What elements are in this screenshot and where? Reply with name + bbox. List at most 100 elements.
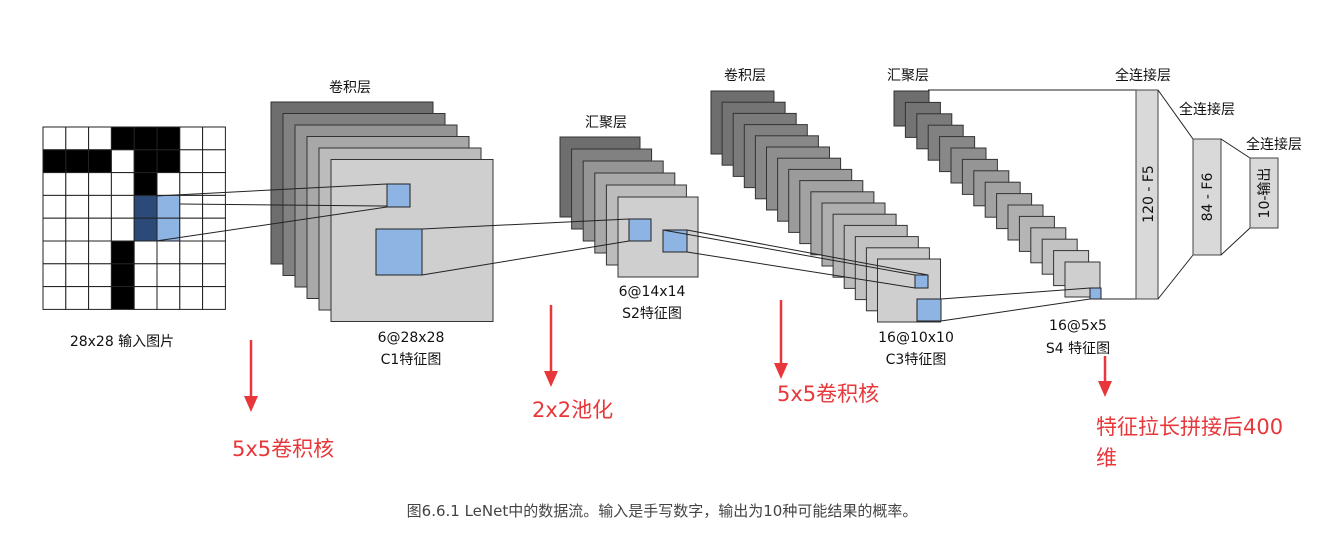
f5-label: 120 - F5 — [1141, 165, 1157, 223]
c3-feature-map-stack — [710, 90, 941, 323]
input-pixel-cell — [179, 126, 204, 151]
input-pixel-cell — [202, 126, 226, 151]
c3-title: 卷积层 — [724, 68, 766, 84]
projection-lines — [155, 183, 1091, 322]
input-pixel-cell — [65, 217, 90, 242]
c3-name: C3特征图 — [886, 352, 947, 368]
input-pixel-cell — [133, 286, 158, 310]
input-pixel-cell — [156, 172, 181, 196]
input-pixel-cell — [179, 172, 204, 196]
input-pixel-cell — [110, 194, 135, 219]
s4-name: S4 特征图 — [1046, 341, 1110, 357]
output-label: 10-输出 — [1257, 168, 1273, 219]
input-pixel-cell — [42, 126, 67, 151]
annotation-conv2: 5x5卷积核 — [777, 382, 879, 406]
c1-name: C1特征图 — [381, 352, 442, 368]
input-pixel-cell — [42, 286, 67, 310]
out-title: 全连接层 — [1246, 136, 1302, 153]
annotation-pool1: 2x2池化 — [532, 398, 613, 422]
c3-kernel-large — [916, 298, 942, 322]
input-pixel-cell — [42, 149, 67, 174]
input-pixel-cell — [133, 172, 158, 196]
red-arrows — [244, 300, 1112, 412]
input-pixel-cell — [133, 194, 158, 219]
input-pixel-cell — [110, 126, 135, 151]
input-pixel-cell — [42, 217, 67, 242]
input-pixel-cell — [88, 217, 112, 242]
input-pixel-cell — [65, 286, 90, 310]
output-box — [1249, 157, 1279, 229]
c1-kernel-small — [386, 183, 411, 208]
figure-caption: 图6.6.1 LeNet中的数据流。输入是手写数字，输出为10种可能结果的概率。 — [407, 502, 918, 520]
arrow-pool1 — [544, 305, 558, 387]
input-pixel-cell — [202, 217, 226, 242]
input-pixel-cell — [202, 172, 226, 196]
input-pixel-cell — [65, 263, 90, 288]
f6-box — [1192, 138, 1222, 256]
annotation-flatten-2: 维 — [1096, 446, 1117, 470]
s4-dims: 16@5x5 — [1049, 318, 1107, 334]
c3-dims: 16@10x10 — [878, 330, 954, 346]
input-pixel-cell — [42, 240, 67, 265]
arrow-conv1 — [244, 340, 258, 412]
input-pixel-cell — [88, 286, 112, 310]
input-pixel-cell — [65, 149, 90, 174]
f6-label: 84 - F6 — [1200, 173, 1216, 222]
arrow-conv2 — [774, 300, 788, 379]
f5-title: 全连接层 — [1115, 67, 1171, 84]
s2-dims: 6@14x14 — [619, 284, 686, 300]
input-pixel-cell — [88, 172, 112, 196]
input-pixel-cell — [156, 286, 181, 310]
s4-kernel — [1089, 287, 1102, 300]
input-pixel-cell — [156, 126, 181, 151]
annotation-flatten-1: 特征拉长拼接后400 — [1096, 415, 1283, 439]
input-pixel-cell — [133, 240, 158, 265]
annotation-conv1: 5x5卷积核 — [232, 437, 334, 461]
input-pixel-cell — [202, 194, 226, 219]
input-pixel-cell — [202, 149, 226, 174]
c3-kernel-small — [914, 274, 929, 289]
input-pixel-cell — [110, 263, 135, 288]
input-pixel-cell — [133, 126, 158, 151]
input-pixel-cell — [88, 194, 112, 219]
input-pixel-cell — [202, 263, 226, 288]
arrow-flatten — [1098, 356, 1112, 397]
input-pixel-cell — [179, 286, 204, 310]
input-pixel-cell — [65, 194, 90, 219]
kernel-highlights — [375, 183, 1102, 322]
c1-title: 卷积层 — [329, 80, 371, 96]
input-pixel-cell — [202, 240, 226, 265]
s2-kernel-right — [662, 229, 688, 253]
input-pixel-cell — [65, 172, 90, 196]
f6-title: 全连接层 — [1179, 101, 1235, 118]
input-pixel-cell — [179, 149, 204, 174]
input-pixel-cell — [156, 149, 181, 174]
input-pixel-cell — [110, 149, 135, 174]
input-pixel-cell — [156, 263, 181, 288]
input-label: 28x28 输入图片 — [70, 334, 174, 350]
input-pixel-cell — [179, 217, 204, 242]
input-pixel-cell — [42, 172, 67, 196]
input-pixel-cell — [88, 240, 112, 265]
input-pixel-cell — [133, 217, 158, 242]
input-pixel-cell — [179, 194, 204, 219]
input-pixel-cell — [179, 240, 204, 265]
input-pixel-cell — [88, 263, 112, 288]
input-pixel-cell — [133, 263, 158, 288]
s2-title: 汇聚层 — [585, 115, 627, 131]
input-pixel-cell — [88, 126, 112, 151]
input-pixel-cell — [156, 240, 181, 265]
s4-title: 汇聚层 — [887, 68, 929, 84]
f5-box — [1135, 89, 1159, 300]
input-pixel-cell — [65, 240, 90, 265]
s2-feature-map-stack — [559, 136, 699, 278]
fc-layers: 120 - F5 84 - F6 10-输出 — [928, 89, 1279, 300]
c1-feature-map-stack — [270, 101, 494, 322]
s2-kernel-left — [628, 218, 652, 242]
input-pixel-cell — [110, 240, 135, 265]
c1-dims: 6@28x28 — [378, 330, 445, 346]
input-pixel-cell — [88, 149, 112, 174]
input-pixel-cell — [65, 126, 90, 151]
input-pixel-cell — [42, 263, 67, 288]
input-pixel-cell — [42, 194, 67, 219]
